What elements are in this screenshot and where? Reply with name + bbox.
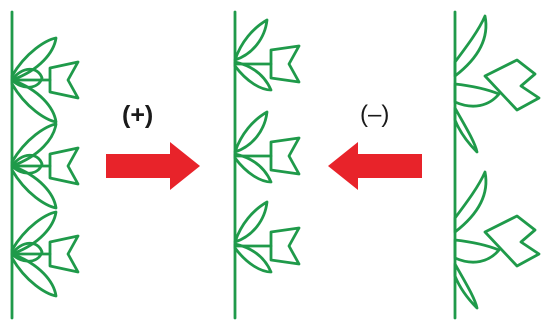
- flower-unit: [233, 18, 301, 92]
- flower-unit: [453, 170, 541, 310]
- middle-stem-panel: [233, 10, 301, 320]
- right-stem-panel: [453, 10, 541, 320]
- flower-unit: [233, 110, 301, 184]
- flower-unit: [10, 122, 80, 210]
- left-arrow: [328, 142, 422, 190]
- negative-label: (–): [360, 101, 390, 128]
- flower-unit: [10, 210, 80, 298]
- left-stem-panel: [10, 10, 80, 320]
- flower-unit: [453, 14, 541, 154]
- flower-unit: [10, 36, 80, 124]
- positive-label: (+): [122, 101, 154, 129]
- right-arrow: [106, 142, 200, 190]
- flower-unit: [233, 200, 301, 274]
